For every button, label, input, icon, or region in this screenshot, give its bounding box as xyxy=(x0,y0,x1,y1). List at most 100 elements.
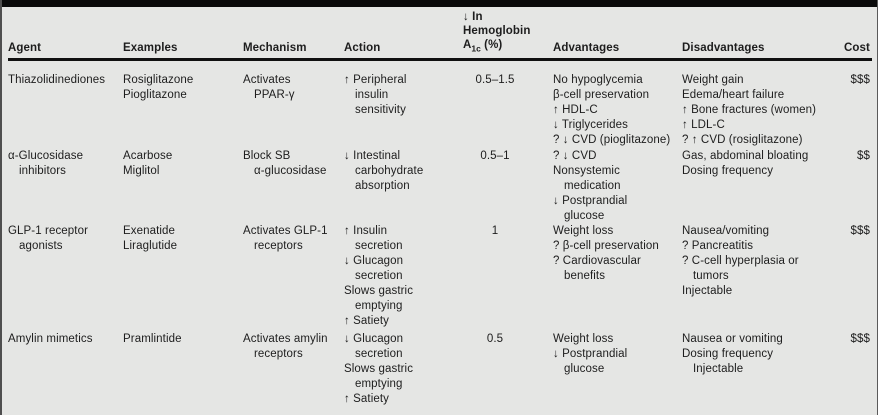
cell-line: α-glucosidase xyxy=(254,165,327,178)
cell-advantages: Weight loss? β-cell preservation? Cardio… xyxy=(553,224,682,284)
cell-line: carbohydrate xyxy=(355,165,424,178)
cell-line: Injectable xyxy=(693,363,744,376)
cell-line: ↓ Postprandial xyxy=(553,195,628,208)
cell-line: receptors xyxy=(254,348,303,361)
hba1c-header-line1: ↓ In xyxy=(463,10,549,24)
cell-line: Dosing frequency xyxy=(682,165,774,178)
cell-line: ? C-cell hyperplasia or xyxy=(682,255,799,268)
cell-line: ↑ Bone fractures (women) xyxy=(682,104,817,117)
cell-line: ↑ Peripheral xyxy=(344,74,407,87)
column-header-agent: Agent xyxy=(8,42,42,55)
cell-line: PPAR-γ xyxy=(254,89,295,102)
cell-line: ? β-cell preservation xyxy=(553,240,659,253)
cell-cost: $$$ xyxy=(850,333,870,346)
cell-line: ↑ Insulin xyxy=(344,225,388,238)
down-arrow-icon: ↓ In xyxy=(463,11,483,23)
header-rule xyxy=(8,58,872,62)
column-header-hba1c: ↓ In Hemoglobin A1c (%) xyxy=(463,10,553,55)
cell-line: Miglitol xyxy=(123,165,160,178)
cell-line: ? ↑ CVD (rosiglitazone) xyxy=(682,134,803,147)
cell-line: ? Pancreatitis xyxy=(682,240,754,253)
cell-line: agonists xyxy=(19,240,63,253)
cell-line: No hypoglycemia xyxy=(553,74,643,87)
cell-line: sensitivity xyxy=(355,104,406,117)
cell-line: GLP-1 receptor xyxy=(8,225,89,238)
cell-line: Nonsystemic xyxy=(553,165,620,178)
cell-line: Acarbose xyxy=(123,150,173,163)
cell-hba1c: 0.5–1.5 xyxy=(475,74,515,87)
column-header-disadvantages: Disadvantages xyxy=(682,42,765,55)
cell-line: glucose xyxy=(564,210,605,223)
cell-line: Activates xyxy=(243,74,291,87)
table-top-border-bar xyxy=(0,0,878,7)
cell-line: Pramlintide xyxy=(123,333,182,346)
cell-line: Edema/heart failure xyxy=(682,89,785,102)
hba1c-symbol: A xyxy=(463,39,472,51)
cell-cost: $$$ xyxy=(850,225,870,238)
cell-line: Slows gastric xyxy=(344,285,414,298)
cell-line: ↑ HDL-C xyxy=(553,104,598,117)
table-header-row: Agent Examples Mechanism Action ↓ In Hem… xyxy=(8,7,878,55)
cell-line: Weight loss xyxy=(553,333,614,346)
cell-cost: $$$ xyxy=(850,74,870,87)
cell-disadvantages: Nausea/vomiting ? Pancreatitis ? C-cell hy… xyxy=(682,224,838,299)
cell-line: tumors xyxy=(693,270,729,283)
cell-line: ↓ Glucagon xyxy=(344,255,404,268)
hba1c-unit: (%) xyxy=(480,39,503,51)
cell-line: ? Cardiovascular xyxy=(553,255,641,268)
cell-line: ↑ Satiety xyxy=(344,393,390,406)
cell-line: ? ↓ CVD (pioglitazone) xyxy=(553,134,671,147)
cell-line: ↑ Satiety xyxy=(344,315,390,328)
cell-mechanism: Block SB α-glucosidase xyxy=(243,149,344,179)
cell-advantages: Weight loss ↓ Postprandial glucose xyxy=(553,332,682,377)
cell-line: Activates GLP-1 xyxy=(243,225,328,238)
cell-line: Pioglitazone xyxy=(123,89,187,102)
cell-line: insulin xyxy=(355,89,389,102)
cell-line: Block SB xyxy=(243,150,291,163)
cell-line: glucose xyxy=(564,363,605,376)
cell-line: Activates amylin xyxy=(243,333,328,346)
cell-line: receptors xyxy=(254,240,303,253)
cell-line: Rosiglitazone xyxy=(123,74,194,87)
cell-line: emptying xyxy=(355,378,403,391)
cell-line: Liraglutide xyxy=(123,240,178,253)
cell-line: ↓ Postprandial xyxy=(553,348,628,361)
cell-line: Exenatide xyxy=(123,225,176,238)
hba1c-header-line3: A1c (%) xyxy=(463,38,549,55)
cell-line: Weight gain xyxy=(682,74,744,87)
cell-hba1c: 0.5–1 xyxy=(480,150,510,163)
cell-line: ↓ Intestinal xyxy=(344,150,401,163)
cell-line: secretion xyxy=(355,270,403,283)
cell-line: benefits xyxy=(564,270,606,283)
table-content: Agent Examples Mechanism Action ↓ In Hem… xyxy=(0,7,878,407)
column-header-advantages: Advantages xyxy=(553,42,620,55)
cell-line: inhibitors xyxy=(19,165,67,178)
cell-cost: $$ xyxy=(857,150,870,163)
table-row: Amylin mimetics Pramlintide Activates amyl… xyxy=(8,332,878,407)
cell-agent: Thiazolidinediones xyxy=(8,73,123,88)
cell-line: Nausea/vomiting xyxy=(682,225,770,238)
cell-line: Nausea or vomiting xyxy=(682,333,783,346)
cell-line: ↑ LDL-C xyxy=(682,119,725,132)
cell-hba1c: 1 xyxy=(491,225,499,238)
cell-line: Injectable xyxy=(682,285,733,298)
column-header-action: Action xyxy=(344,42,381,55)
cell-agent: Amylin mimetics xyxy=(8,332,123,347)
cell-line: medication xyxy=(564,180,621,193)
cell-line: Amylin mimetics xyxy=(8,333,93,346)
page-left-edge xyxy=(0,0,2,415)
